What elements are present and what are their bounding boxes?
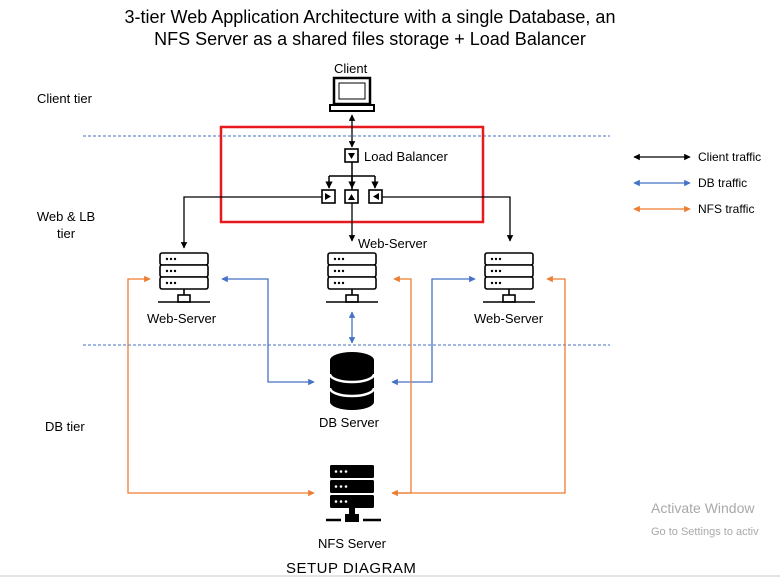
web-server-right-icon [482,252,536,303]
db-traffic-right [391,275,476,386]
web-server-center-label: Web-Server [358,236,428,251]
db-traffic-left [221,275,315,386]
tier-label-web-lb-line2: tier [56,226,76,241]
load-balancer-icon [321,148,383,204]
client-label: Client [334,61,368,76]
client-traffic-lb-web-right [382,196,514,242]
tier-label-web-lb-line1: Web & LB [36,209,96,224]
web-server-left-icon [157,252,211,303]
nfs-traffic-center [391,275,412,497]
database-icon [328,352,376,410]
load-balancer-label: Load Balancer [364,149,448,164]
client-traffic-lb-web-left [180,196,322,249]
db-server-label: DB Server [319,415,379,430]
nfs-traffic-left [127,275,315,497]
setup-diagram-caption: SETUP DIAGRAM [286,560,417,577]
tier-label-client: Client tier [37,91,92,106]
legend-db-traffic-label: DB traffic [698,176,748,190]
nfs-server-label: NFS Server [318,536,386,551]
web-server-center-icon [325,252,379,303]
diagram-title-line1: 3-tier Web Application Architecture with… [124,7,616,27]
legend-client-traffic-label: Client traffic [698,150,762,164]
activate-windows-watermark: Activate Window [651,500,755,516]
web-server-right-label: Web-Server [474,311,544,326]
legend-nfs-traffic-label: NFS traffic [698,202,755,216]
activate-windows-hint: Go to Settings to activ [651,526,759,538]
nfs-server-icon [326,465,381,522]
diagram-title-line2: NFS Server as a shared files storage + L… [154,29,586,49]
web-server-left-label: Web-Server [147,311,217,326]
nfs-traffic-right [392,275,566,494]
client-computer-icon [329,76,375,112]
tier-label-db: DB tier [45,419,85,434]
